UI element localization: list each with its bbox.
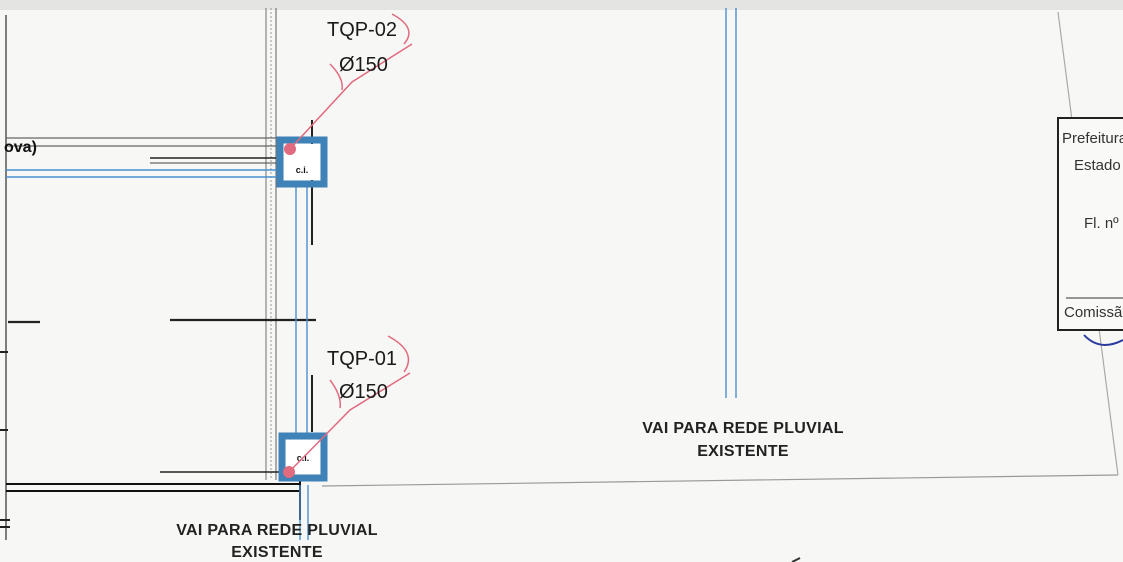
- pluvial-pipes: [6, 8, 737, 540]
- tag-code: TQP-02: [327, 19, 397, 41]
- tag-diameter: Ø150: [339, 54, 388, 76]
- inspection-box-tqp-02: c.i.: [276, 136, 328, 188]
- stamp-line3: Fl. nº: [1084, 215, 1119, 232]
- municipal-stamp: Prefeitura Estado Fl. nº Comissão: [1057, 117, 1123, 346]
- signature-mark: [1083, 334, 1123, 346]
- building-wall: [265, 8, 277, 480]
- note-right-line2: EXISTENTE: [697, 443, 789, 460]
- stamp-line2: Estado: [1074, 157, 1121, 174]
- scan-top-edge: [0, 0, 1123, 10]
- box-label: c.i.: [296, 165, 309, 175]
- stamp-line1: Prefeitura: [1062, 130, 1123, 147]
- note-bottom-line2: EXISTENTE: [231, 544, 323, 561]
- tag-diameter: Ø150: [339, 381, 388, 403]
- room-label-fragment: ova): [4, 139, 37, 156]
- leader-lines: [288, 13, 413, 473]
- mid-walls: [0, 318, 316, 432]
- tag-code: TQP-01: [327, 348, 397, 370]
- note-bottom-line1: VAI PARA REDE PLUVIAL: [176, 522, 378, 539]
- stamp-line4: Comissão: [1064, 304, 1123, 321]
- note-right-line1: VAI PARA REDE PLUVIAL: [642, 420, 844, 437]
